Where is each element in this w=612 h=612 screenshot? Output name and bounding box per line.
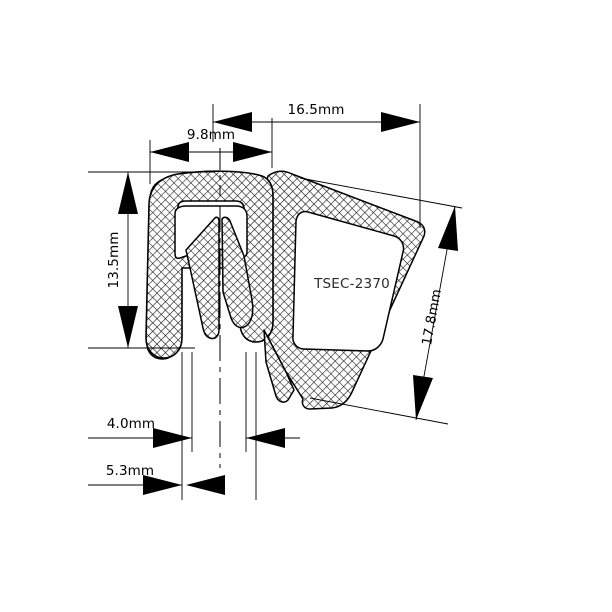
profile-geometry: [145, 170, 426, 410]
dim-label-gap-inner: 4.0mm: [107, 416, 155, 432]
part-number-label: TSEC-2370: [313, 276, 390, 292]
arrow-head: [118, 306, 138, 348]
dim-label-channel-width: 9.8mm: [187, 127, 235, 143]
arrow-head: [246, 428, 285, 448]
arrow-head: [381, 112, 420, 132]
dim-label-overall-width: 16.5mm: [288, 102, 345, 118]
bulb-lower-spur: [263, 329, 295, 403]
bulb-cavity: [292, 210, 405, 352]
arrow-head: [438, 206, 458, 251]
arrow-head: [150, 142, 189, 162]
arrow-head: [233, 142, 272, 162]
arrow-head: [118, 172, 138, 214]
dimension-gap-outer: 5.3mm: [88, 463, 225, 495]
dim-label-bulb-height: 17.8mm: [419, 288, 445, 347]
dimension-channel-width: 9.8mm: [150, 127, 272, 162]
dimension-overall-width: 16.5mm: [213, 102, 420, 132]
ext-diag-bottom: [309, 397, 449, 425]
gripping-fin-right: [221, 216, 254, 329]
dimension-gap-inner: 4.0mm: [88, 416, 300, 448]
arrow-head: [213, 112, 252, 132]
ext-diag-top: [299, 177, 463, 209]
gripping-fin-left: [185, 216, 220, 340]
arrow-head: [186, 475, 225, 495]
arrow-head: [413, 375, 433, 420]
arrow-head: [143, 475, 182, 495]
dimension-channel-height: 13.5mm: [106, 172, 138, 348]
arrow-head: [153, 428, 192, 448]
dim-label-gap-outer: 5.3mm: [106, 463, 154, 479]
extension-lines: [88, 104, 463, 500]
dim-label-channel-height: 13.5mm: [106, 232, 122, 289]
